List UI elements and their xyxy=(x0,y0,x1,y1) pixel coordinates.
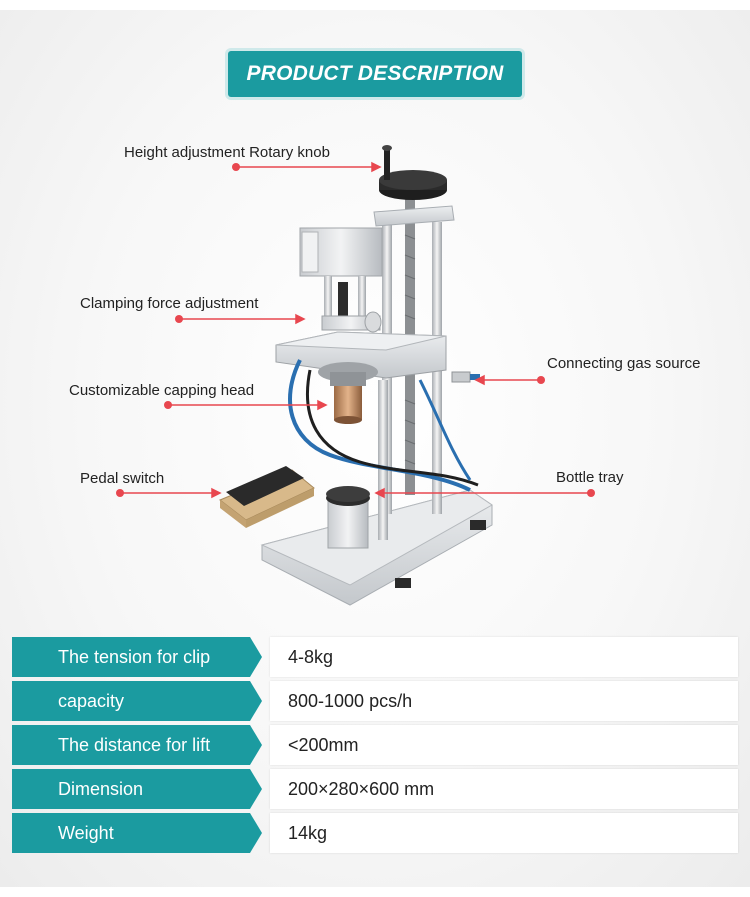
callout-clamping-force: Clamping force adjustment xyxy=(80,295,259,312)
clamping-adjuster xyxy=(321,311,382,333)
spec-value: 800-1000 pcs/h xyxy=(270,681,738,721)
spec-value: <200mm xyxy=(270,725,738,765)
spec-row: capacity 800-1000 pcs/h xyxy=(12,681,738,721)
capping-machine-illustration xyxy=(116,145,595,606)
callout-dot-gas xyxy=(537,376,545,384)
callout-dot-head xyxy=(164,401,172,409)
callout-height-adjustment: Height adjustment Rotary knob xyxy=(124,144,330,161)
callout-bottle-tray: Bottle tray xyxy=(556,469,624,486)
spec-label: capacity xyxy=(12,681,262,721)
front-column xyxy=(378,380,388,540)
bottle-tray-icon xyxy=(326,486,370,549)
air-cylinder xyxy=(299,227,383,316)
spec-value: 14kg xyxy=(270,813,738,853)
callout-gas-source: Connecting gas source xyxy=(547,355,701,372)
spec-label: Dimension xyxy=(12,769,262,809)
spec-value: 4-8kg xyxy=(270,637,738,677)
spec-label: The tension for clip xyxy=(12,637,262,677)
air-hose xyxy=(288,359,471,492)
spec-value: 200×280×600 mm xyxy=(270,769,738,809)
spec-row: Weight 14kg xyxy=(12,813,738,853)
spec-label: The distance for lift xyxy=(12,725,262,765)
rotary-knob-icon xyxy=(379,145,447,200)
callout-dot-pedal xyxy=(116,489,124,497)
title-banner: PRODUCT DESCRIPTION xyxy=(228,51,522,97)
spec-row: Dimension 200×280×600 mm xyxy=(12,769,738,809)
callout-dot-clamp xyxy=(175,315,183,323)
top-plate xyxy=(373,205,455,227)
capping-head-icon xyxy=(318,362,378,424)
gas-connector-icon xyxy=(451,371,480,383)
callout-dot-tray xyxy=(587,489,595,497)
spec-label: Weight xyxy=(12,813,262,853)
page-title: PRODUCT DESCRIPTION xyxy=(246,62,504,85)
callout-dot-height xyxy=(232,163,240,171)
callout-pedal-switch: Pedal switch xyxy=(80,470,165,487)
spec-row: The distance for lift <200mm xyxy=(12,725,738,765)
spec-row: The tension for clip 4-8kg xyxy=(12,637,738,677)
pedal-switch-icon xyxy=(219,466,315,528)
callout-capping-head: Customizable capping head xyxy=(69,382,255,399)
